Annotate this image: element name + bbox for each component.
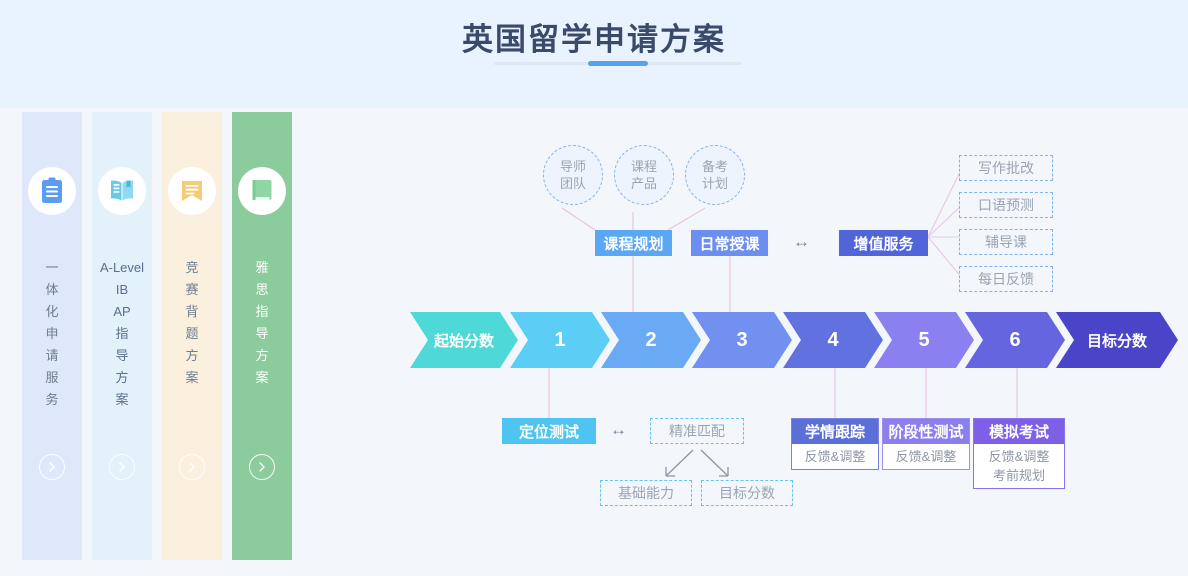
pill-value-added-service[interactable]: 增值服务: [839, 230, 928, 256]
chevron-label-7: 目标分数: [1086, 332, 1147, 350]
value-service-box-2: 辅导课: [959, 229, 1053, 255]
top-circle-line2-2: 计划: [701, 176, 728, 191]
top-circle-1: 课程 产品: [614, 145, 674, 205]
service-card-label-0: 一体化申请服务: [45, 260, 59, 407]
pill-placement-test[interactable]: 定位测试: [502, 418, 596, 444]
service-card-label-3: 雅思指导方案: [255, 260, 269, 385]
value-service-box-3: 每日反馈: [959, 266, 1053, 292]
page-title-wrap: 英国留学申请方案: [0, 14, 1188, 59]
chevron-step-4[interactable]: 4: [783, 312, 883, 368]
top-circle-line1-0: 导师: [559, 159, 586, 174]
chevron-step-2[interactable]: 2: [601, 312, 701, 368]
open-book-icon: [98, 167, 146, 215]
precise-match-box: 精准匹配: [650, 418, 744, 444]
card-chevron-right-icon-1[interactable]: [109, 454, 135, 480]
result-card-2[interactable]: 模拟考试 反馈&调整 考前规划: [973, 418, 1065, 489]
swap-icon-top: ↔: [793, 232, 810, 251]
closed-book-icon: [238, 167, 286, 215]
chevron-start-score[interactable]: 起始分数: [410, 312, 518, 368]
card-chevron-right-icon-3[interactable]: [249, 454, 275, 480]
result-card-body-2: 反馈&调整 考前规划: [974, 444, 1064, 488]
top-circle-line2-1: 产品: [630, 176, 657, 191]
clipboard-icon: [28, 167, 76, 215]
result-card-title-2: 模拟考试: [974, 419, 1064, 444]
card-chevron-right-icon-0[interactable]: [39, 454, 65, 480]
value-service-box-0: 写作批改: [959, 155, 1053, 181]
chevron-label-4: 4: [827, 328, 839, 351]
chevron-label-3: 3: [736, 328, 748, 351]
match-child-box-0: 基础能力: [600, 480, 692, 506]
pill-course-planning[interactable]: 课程规划: [595, 230, 672, 256]
service-card-0[interactable]: 一体化申请服务: [22, 112, 82, 560]
process-diagram: 导师 团队 课程 产品 备考 计划 课程规划 日常授课 ↔ 增值服务 写作批改 …: [410, 120, 1178, 550]
chevron-step-6[interactable]: 6: [965, 312, 1065, 368]
chevron-step-3[interactable]: 3: [692, 312, 792, 368]
result-card-title-0: 学情跟踪: [792, 419, 878, 444]
chevron-label-6: 6: [1009, 328, 1021, 351]
service-card-label-2: 竞赛背题方案: [185, 260, 199, 385]
top-circle-line2-0: 团队: [559, 176, 586, 191]
page-title: 英国留学申请方案: [462, 22, 726, 57]
chevron-label-0: 起始分数: [433, 332, 494, 350]
result-card-body-line-1: 考前规划: [992, 468, 1045, 483]
chevron-target-score[interactable]: 目标分数: [1056, 312, 1178, 368]
value-service-box-1: 口语预测: [959, 192, 1053, 218]
result-card-0[interactable]: 学情跟踪 反馈&调整: [791, 418, 879, 470]
service-card-3[interactable]: 雅思指导方案: [232, 112, 292, 560]
result-card-1[interactable]: 阶段性测试 反馈&调整: [882, 418, 970, 470]
chevron-step-5[interactable]: 5: [874, 312, 974, 368]
background-top-band: [0, 0, 1188, 108]
top-circle-line1-2: 备考: [701, 159, 728, 174]
top-circle-line1-1: 课程: [630, 159, 657, 174]
result-card-body-1: 反馈&调整: [895, 449, 957, 464]
top-circle-2: 备考 计划: [685, 145, 745, 205]
title-underline-accent: [588, 61, 648, 66]
chevron-label-5: 5: [918, 328, 930, 351]
top-circle-0: 导师 团队: [543, 145, 603, 205]
chevron-label-1: 1: [554, 328, 566, 351]
chevron-step-1[interactable]: 1: [510, 312, 610, 368]
chevron-label-2: 2: [645, 328, 657, 351]
swap-icon-bottom: ↔: [610, 420, 627, 439]
match-child-box-1: 目标分数: [701, 480, 793, 506]
service-card-2[interactable]: 竞赛背题方案: [162, 112, 222, 560]
bookmark-icon: [168, 167, 216, 215]
card-chevron-right-icon-2[interactable]: [179, 454, 205, 480]
result-card-body-line-0: 反馈&调整: [988, 449, 1050, 464]
result-card-title-1: 阶段性测试: [883, 419, 969, 444]
result-card-body-0: 反馈&调整: [804, 449, 866, 464]
pill-daily-teaching[interactable]: 日常授课: [691, 230, 768, 256]
